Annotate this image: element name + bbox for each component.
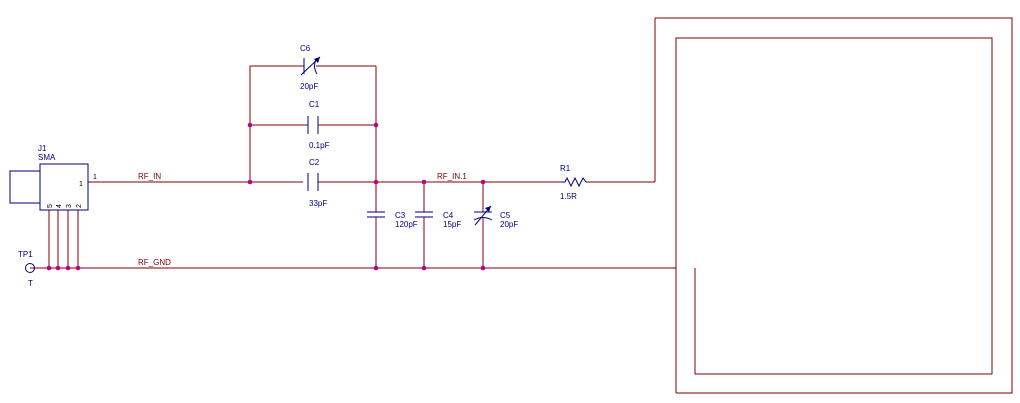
r1-value: 1.5R — [560, 192, 577, 201]
c5-ref: C5 — [500, 211, 511, 220]
junction-dot — [55, 265, 61, 271]
j1-barrel — [9, 170, 41, 204]
c5-arrow-head — [485, 206, 491, 212]
c3-capacitor[interactable]: C3 120pF — [367, 211, 418, 229]
c6-ref: C6 — [300, 44, 311, 53]
junction-dot — [480, 265, 486, 271]
j1-value: SMA — [38, 153, 56, 162]
junction-dot — [373, 122, 379, 128]
junction-dot — [421, 179, 427, 185]
r1-resistor[interactable]: R1 1.5R — [560, 164, 588, 201]
c6-arrow-head — [314, 57, 320, 63]
junction-dot — [46, 265, 52, 271]
tp1-value: T — [28, 279, 33, 288]
c4-ref: C4 — [443, 211, 454, 220]
c5-variable-capacitor[interactable]: C5 20pF — [473, 205, 518, 229]
c5-plate-bottom — [473, 217, 493, 221]
j1-pin3-label: 3 — [66, 204, 73, 208]
loop-antenna — [655, 17, 1013, 394]
c3-value: 120pF — [395, 220, 418, 229]
c1-value: 0.1pF — [309, 141, 330, 150]
junction-dot — [247, 179, 253, 185]
c2-ref: C2 — [309, 158, 320, 167]
j1-pin4-label: 4 — [56, 204, 63, 208]
c3-ref: C3 — [395, 211, 406, 220]
junction-dot — [373, 179, 379, 185]
r1-ref: R1 — [560, 164, 571, 173]
wires — [30, 18, 677, 393]
net-label-rf-in-1: RF_IN.1 — [437, 172, 467, 181]
tp1-test-point[interactable]: TP1 T — [18, 250, 35, 288]
antenna-inner-loop — [675, 37, 993, 375]
c5-value: 20pF — [500, 220, 518, 229]
net-label-rf-gnd: RF_GND — [138, 258, 171, 267]
junction-dot — [373, 265, 379, 271]
c1-capacitor[interactable]: C1 0.1pF — [307, 100, 330, 150]
junction-dot — [75, 265, 81, 271]
c4-value: 15pF — [443, 220, 461, 229]
tp1-circle — [25, 263, 35, 273]
junction-dot — [247, 122, 253, 128]
net-label-rf-in: RF_IN — [138, 172, 161, 181]
c2-capacitor[interactable]: C2 33pF — [307, 158, 327, 208]
j1-pin1-label-inside: 1 — [79, 181, 83, 188]
antenna-outer-loop — [655, 17, 1013, 394]
junction-dot — [480, 179, 486, 185]
tp1-ref: TP1 — [18, 250, 33, 259]
junctions — [46, 122, 486, 271]
r1-zigzag — [562, 176, 588, 188]
c1-ref: C1 — [309, 100, 320, 109]
j1-pin5-label: 5 — [47, 204, 54, 208]
junction-dot — [421, 265, 427, 271]
j1-sma-connector[interactable]: J1 SMA 1 1 5 4 3 2 — [9, 144, 97, 211]
c6-value: 20pF — [300, 82, 318, 91]
junction-dot — [65, 265, 71, 271]
j1-pin2-label: 2 — [76, 204, 83, 208]
j1-ref: J1 — [38, 144, 47, 153]
c4-capacitor[interactable]: C4 15pF — [415, 211, 461, 229]
j1-pin1-label: 1 — [93, 174, 97, 181]
c2-value: 33pF — [309, 199, 327, 208]
c6-variable-capacitor[interactable]: C6 20pF — [300, 44, 321, 91]
